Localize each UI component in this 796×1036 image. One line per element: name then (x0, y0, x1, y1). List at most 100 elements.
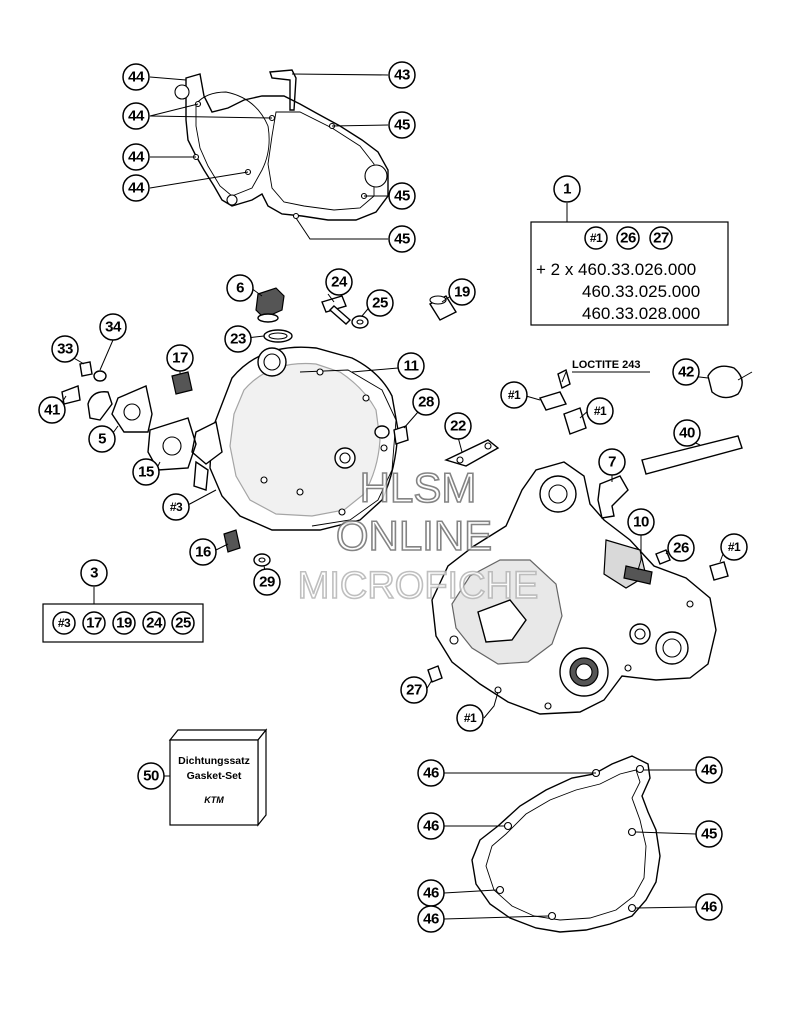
screw-16 (223, 529, 241, 553)
svg-text:25: 25 (372, 295, 388, 312)
svg-text:16: 16 (195, 544, 211, 561)
svg-text:44: 44 (128, 108, 145, 125)
svg-text:46: 46 (423, 765, 439, 782)
callout-1-ref[interactable]: #1 (456, 704, 484, 732)
callout-27[interactable]: 27 (400, 676, 428, 704)
kit1-ref-2[interactable]: 26 (616, 226, 640, 250)
gasket-set-line1: Dichtungssatz (178, 755, 250, 767)
svg-text:45: 45 (394, 231, 410, 248)
callout-29[interactable]: 29 (253, 568, 281, 596)
svg-text:50: 50 (143, 768, 159, 785)
callout-7[interactable]: 7 (598, 448, 626, 476)
svg-text:40: 40 (679, 425, 695, 442)
bushing-19 (428, 295, 458, 321)
screw-24 (321, 295, 352, 325)
clutch-cover-gasket (174, 69, 389, 221)
callout-46[interactable]: 46 (417, 905, 445, 933)
svg-text:#1: #1 (594, 404, 607, 418)
callout-1-ref[interactable]: #1 (586, 397, 614, 425)
callout-1-ref[interactable]: #1 (720, 533, 748, 561)
svg-text:24: 24 (146, 615, 163, 632)
hose-40 (641, 435, 743, 475)
kit1-line-3: 460.33.028.000 (582, 304, 700, 323)
svg-text:46: 46 (423, 911, 439, 928)
callout-3-ref[interactable]: #3 (162, 493, 190, 521)
callout-1[interactable]: 1 (553, 175, 581, 203)
callout-46[interactable]: 46 (417, 879, 445, 907)
callout-44[interactable]: 44 (122, 174, 150, 202)
svg-text:28: 28 (418, 394, 434, 411)
washer-28 (374, 425, 409, 445)
svg-text:#1: #1 (590, 231, 603, 245)
callout-45[interactable]: 45 (695, 820, 723, 848)
kit1-line-2: 460.33.025.000 (582, 282, 700, 301)
callout-44[interactable]: 44 (122, 63, 150, 91)
callouts: 44 44 44 44 43 45 45 45 1 6 24 25 19 23 … (38, 61, 748, 933)
callout-22[interactable]: 22 (444, 412, 472, 440)
kit3-ref-5[interactable]: 25 (171, 611, 195, 635)
svg-text:24: 24 (331, 274, 348, 291)
kit3-ref-4[interactable]: 24 (142, 611, 166, 635)
kit3-ref-1[interactable]: #3 (52, 611, 76, 635)
svg-text:46: 46 (423, 818, 439, 835)
callout-34[interactable]: 34 (99, 313, 127, 341)
svg-text:45: 45 (701, 826, 717, 843)
callout-23[interactable]: 23 (224, 325, 252, 353)
svg-text:25: 25 (175, 615, 191, 632)
svg-text:26: 26 (673, 540, 689, 557)
washer-25 (351, 315, 369, 329)
callout-43[interactable]: 43 (388, 61, 416, 89)
callout-46[interactable]: 46 (695, 756, 723, 784)
svg-text:#3: #3 (58, 616, 71, 630)
callout-25[interactable]: 25 (366, 289, 394, 317)
callout-1-ref[interactable]: #1 (500, 381, 528, 409)
callout-19[interactable]: 19 (448, 278, 476, 306)
screw-33 (79, 361, 93, 377)
kit1-ref-3[interactable]: 27 (649, 226, 673, 250)
svg-text:33: 33 (57, 341, 73, 358)
callout-10[interactable]: 10 (627, 508, 655, 536)
watermark-line3: MICROFICHE (298, 565, 539, 607)
callout-6[interactable]: 6 (226, 274, 254, 302)
callout-33[interactable]: 33 (51, 335, 79, 363)
callout-41[interactable]: 41 (38, 396, 66, 424)
callout-45[interactable]: 45 (388, 225, 416, 253)
callout-15[interactable]: 15 (132, 458, 160, 486)
callout-16[interactable]: 16 (189, 538, 217, 566)
callout-24[interactable]: 24 (325, 268, 353, 296)
callout-44[interactable]: 44 (122, 102, 150, 130)
callout-28[interactable]: 28 (412, 388, 440, 416)
svg-text:#3: #3 (170, 500, 183, 514)
callout-17[interactable]: 17 (166, 344, 194, 372)
o-ring-23 (263, 329, 293, 343)
callout-3[interactable]: 3 (80, 559, 108, 587)
callout-44[interactable]: 44 (122, 143, 150, 171)
leader-lines-top (149, 73, 389, 240)
callout-11[interactable]: 11 (397, 352, 425, 380)
callout-5[interactable]: 5 (88, 425, 116, 453)
callout-40[interactable]: 40 (673, 419, 701, 447)
svg-text:3: 3 (90, 565, 98, 582)
svg-text:5: 5 (98, 431, 106, 448)
ignition-cover-gasket (471, 755, 661, 933)
callout-45[interactable]: 45 (388, 182, 416, 210)
callout-26[interactable]: 26 (667, 534, 695, 562)
callout-46[interactable]: 46 (695, 893, 723, 921)
svg-text:45: 45 (394, 117, 410, 134)
screw-41 (61, 385, 81, 405)
callout-42[interactable]: 42 (672, 358, 700, 386)
svg-text:46: 46 (701, 899, 717, 916)
svg-text:19: 19 (454, 284, 470, 301)
kit3-ref-3[interactable]: 19 (112, 611, 136, 635)
left-crankcase-cover (191, 346, 399, 531)
callout-46[interactable]: 46 (417, 812, 445, 840)
watermark: HLSM ONLINE MICROFICHE (297, 463, 539, 608)
kit3-ref-2[interactable]: 17 (82, 611, 106, 635)
svg-text:45: 45 (394, 188, 410, 205)
washer-34 (93, 370, 107, 382)
watermark-line2: ONLINE (336, 512, 492, 559)
callout-46[interactable]: 46 (417, 759, 445, 787)
kit1-ref-1[interactable]: #1 (584, 226, 608, 250)
callout-45[interactable]: 45 (388, 111, 416, 139)
callout-50[interactable]: 50 (137, 762, 165, 790)
